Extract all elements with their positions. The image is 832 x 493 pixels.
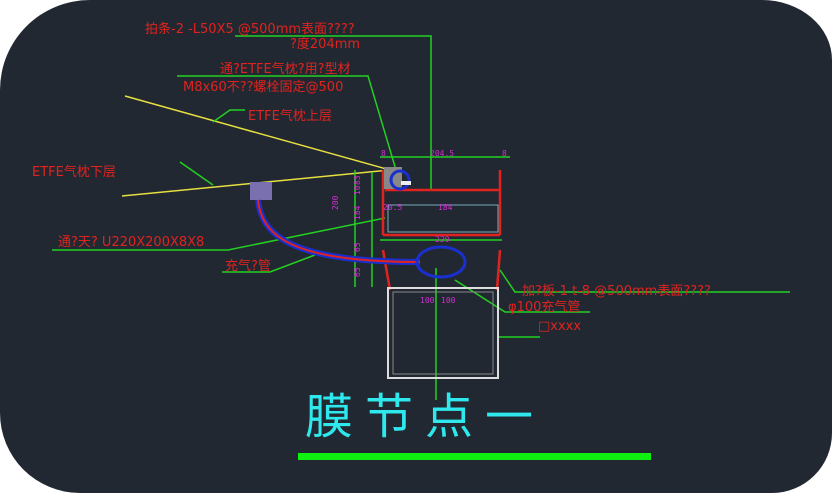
etfe-upper-membrane bbox=[124, 95, 391, 171]
dim-inner-left: 20.5 bbox=[383, 203, 402, 212]
square-tube-inner bbox=[392, 291, 494, 375]
dim-side-a: 83 bbox=[353, 175, 362, 185]
dim-inner-width: 184 bbox=[438, 203, 453, 212]
dim-side-total: 200 bbox=[331, 195, 340, 210]
square-tube bbox=[387, 287, 499, 379]
leader-lines bbox=[52, 35, 790, 400]
label-channel: 通?天? U220X200X8X8 bbox=[58, 235, 204, 250]
label-tube: □xxxx bbox=[538, 319, 581, 334]
dim-side-c: 184 bbox=[353, 205, 362, 220]
dim-top-mid: 204.5 bbox=[430, 149, 454, 158]
channel-section bbox=[381, 170, 502, 291]
dim-bottom-b: 100 bbox=[441, 296, 456, 305]
dim-top-left: 8 bbox=[381, 149, 386, 158]
dim-side-d: 65 bbox=[353, 242, 362, 252]
label-stiffener: 加?板-1 t-8 @500mm表面???? bbox=[522, 284, 711, 299]
dim-top-right: 8 bbox=[502, 149, 507, 158]
pipe-connector bbox=[250, 182, 272, 200]
dim-side-e: 65 bbox=[353, 267, 362, 277]
label-inflation-pipe-short: 充气?管 bbox=[225, 258, 271, 274]
dim-bottom-a: 100 bbox=[420, 296, 435, 305]
inflation-pipe-circle bbox=[415, 245, 467, 279]
dim-side-b: 10 bbox=[353, 185, 362, 195]
dim-outer-width: 220 bbox=[435, 235, 450, 244]
title-underline bbox=[298, 453, 651, 460]
drawing-title: 膜节点一 bbox=[305, 389, 545, 445]
label-etfe-lower: ETFE气枕下层 bbox=[32, 164, 116, 180]
label-length: ?度204mm bbox=[290, 36, 360, 52]
label-etfe-upper: ETFE气枕上层 bbox=[248, 108, 332, 124]
etfe-clamp-profile bbox=[384, 167, 411, 191]
channel-inner bbox=[387, 204, 499, 233]
label-inflation-pipe: φ100充气管 bbox=[508, 299, 580, 315]
label-angle-strip: 拍条-2 -L50X5 @500mm表面???? bbox=[145, 21, 355, 37]
label-bolt: M8x60不??螺栓固定@500 bbox=[183, 80, 343, 95]
inflation-hose-core bbox=[257, 199, 421, 263]
label-etfe-profile: 通?ETFE气枕?用?型材 bbox=[220, 61, 351, 77]
